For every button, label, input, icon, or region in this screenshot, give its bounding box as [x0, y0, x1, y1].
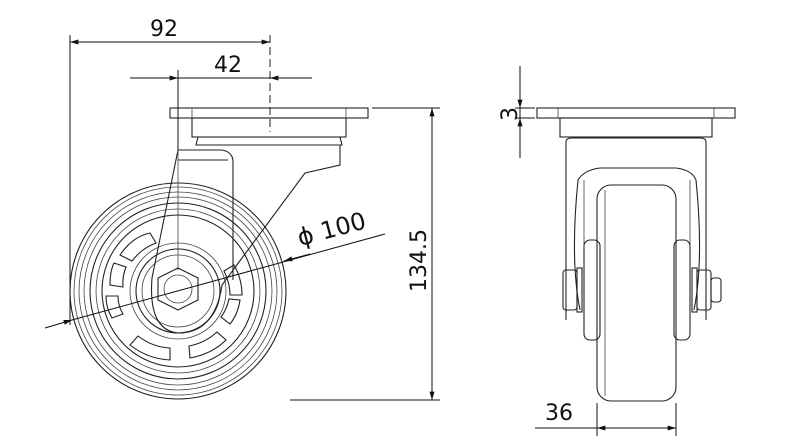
- top-plate-front: [536, 107, 736, 138]
- dim-offset: 42: [214, 53, 242, 78]
- top-plate: [169, 107, 369, 146]
- fork-front: [565, 137, 707, 320]
- dim-height: 134.5: [407, 229, 432, 292]
- hub-front: [583, 239, 691, 341]
- dim-wheel-width: 36: [545, 401, 573, 426]
- diameter-symbol: ϕ: [294, 221, 317, 252]
- dim-overall-width: 92: [150, 17, 178, 42]
- wheel-spokes: [105, 232, 243, 361]
- front-view: 3 36: [498, 66, 736, 436]
- side-view: 92 42 134.5 ϕ 100: [44, 17, 440, 401]
- axle-nuts-front: [562, 267, 722, 313]
- dim-plate-thickness: 3: [498, 107, 523, 121]
- dim-wheel-diameter: 100: [317, 207, 368, 246]
- fork: [150, 145, 341, 334]
- axle-hex-nut: [157, 267, 199, 311]
- wheel-tread-front: [596, 184, 677, 402]
